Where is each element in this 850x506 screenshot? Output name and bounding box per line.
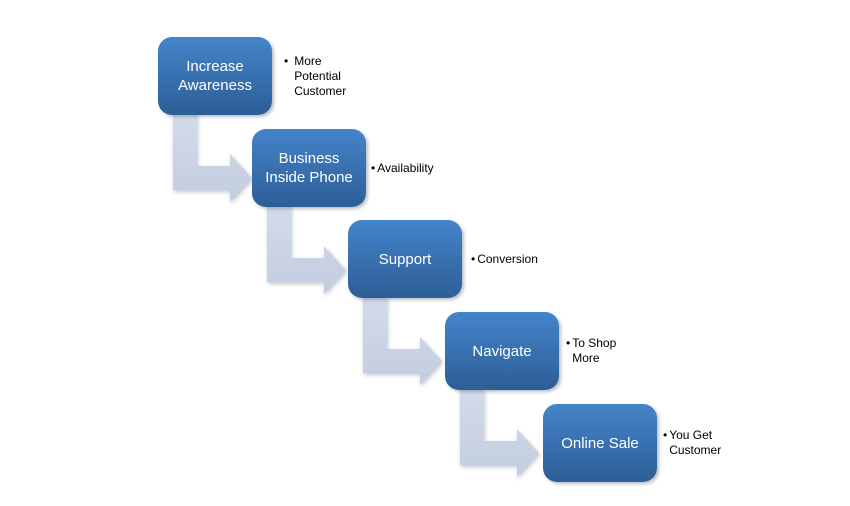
elbow-arrow-1: [173, 113, 252, 202]
step-label: Online Sale: [561, 434, 639, 452]
step-box-increase-awareness: Increase Awareness: [158, 37, 272, 115]
note-text: You Get Customer: [669, 428, 722, 457]
note-conversion: • Conversion: [471, 252, 561, 267]
bullet-icon: •: [663, 428, 668, 442]
note-text: More Potential Customer: [294, 54, 347, 98]
note-text: Availability: [377, 161, 434, 175]
note-text: To Shop More: [572, 336, 617, 365]
note-more-potential-customer: • More Potential Customer: [284, 54, 352, 99]
step-box-navigate: Navigate: [445, 312, 559, 390]
elbow-arrow-3: [363, 296, 442, 385]
bullet-icon: •: [284, 54, 289, 68]
step-box-business-inside-phone: Business Inside Phone: [252, 129, 366, 207]
step-label: Increase Awareness: [178, 58, 252, 94]
note-text: Conversion: [477, 252, 538, 266]
note-you-get-customer: • You Get Customer: [663, 428, 729, 458]
step-label: Support: [378, 250, 432, 268]
note-to-shop-more: • To Shop More: [566, 336, 620, 366]
bullet-icon: •: [471, 252, 476, 266]
note-availability: • Availability: [371, 161, 461, 176]
bullet-icon: •: [371, 161, 376, 175]
step-box-support: Support: [348, 220, 462, 298]
elbow-arrow-2: [267, 205, 346, 294]
step-label: Business Inside Phone: [265, 150, 353, 186]
elbow-arrow-4: [460, 388, 539, 477]
step-label: Navigate: [472, 342, 532, 360]
bullet-icon: •: [566, 336, 571, 350]
step-box-online-sale: Online Sale: [543, 404, 657, 482]
